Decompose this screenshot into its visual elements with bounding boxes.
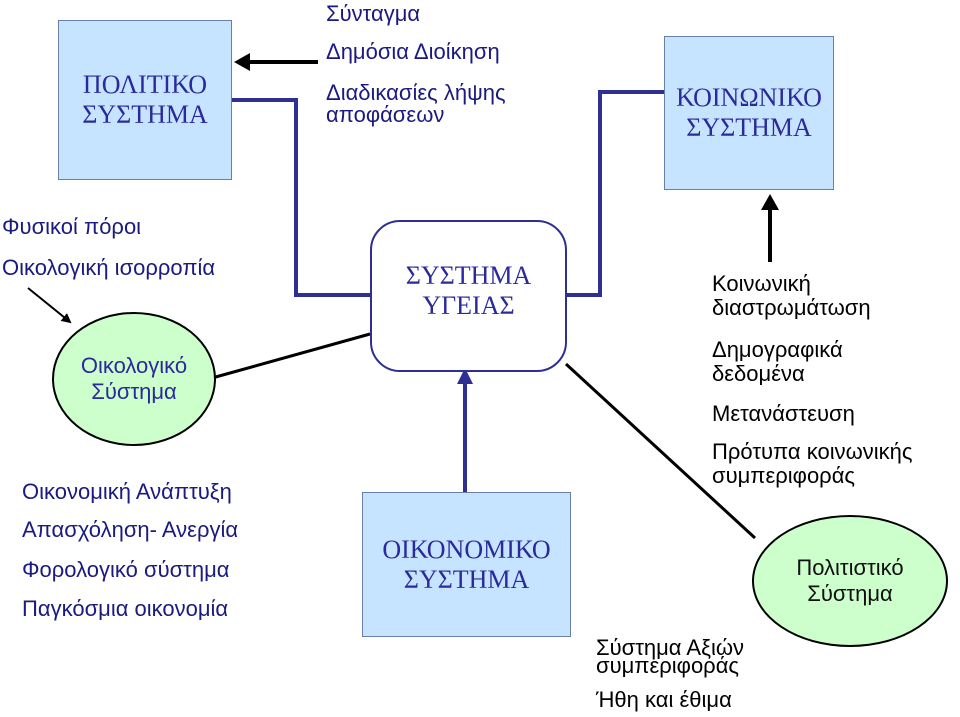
economic-system-line1: ΟΙΚΟΝΟΜΙΚΟ bbox=[382, 534, 551, 564]
social-system-line1: ΚΟΙΝΩΝΙΚΟ bbox=[676, 83, 822, 112]
ecological-items-arrow bbox=[27, 287, 72, 324]
economic-item-tax: Φορολογικό σύστημα bbox=[22, 557, 230, 582]
health-social-connector bbox=[567, 90, 664, 297]
cultural-item-values: Σύστημα Αξιών bbox=[596, 635, 745, 660]
political-system-line2: ΣΥΣΤΗΜΑ bbox=[82, 100, 208, 129]
economic-item-global: Παγκόσμια οικονομία bbox=[22, 596, 229, 621]
political-item-public-admin: Δημόσια Διοίκηση bbox=[326, 39, 500, 64]
ecological-system-ellipse: Οικολογικό Σύστημα bbox=[52, 312, 216, 446]
social-item-demographics-2: δεδομένα bbox=[712, 361, 805, 386]
political-system-line1: ΠΟΛΙΤΙΚΟ bbox=[82, 70, 208, 99]
social-item-patterns-1: Πρότυπα κοινωνικής bbox=[712, 439, 913, 464]
social-system-line2: ΣΥΣΤΗΜΑ bbox=[686, 113, 812, 142]
political-item-constitution: Σύνταγμα bbox=[326, 1, 421, 26]
social-item-migration: Μετανάστευση bbox=[712, 401, 855, 426]
economic-item-employment: Απασχόληση- Ανεργία bbox=[22, 517, 239, 542]
cultural-system-line2: Σύστημα bbox=[807, 581, 893, 606]
political-items-arrowhead bbox=[234, 53, 250, 71]
cultural-item-behaviour: συμπεριφοράς bbox=[596, 653, 740, 678]
health-system-box: ΣΥΣΤΗΜΑ ΥΓΕΙΑΣ bbox=[370, 220, 567, 372]
cultural-system-line1: Πολιτιστικό bbox=[796, 555, 904, 580]
social-item-stratification-1: Κοινωνική bbox=[712, 271, 811, 296]
economic-item-growth: Οικονομική Ανάπτυξη bbox=[22, 479, 232, 504]
political-item-decision-2: αποφάσεων bbox=[326, 102, 445, 127]
cultural-health-connector bbox=[564, 362, 757, 540]
health-system-line2: ΥΓΕΙΑΣ bbox=[422, 291, 515, 320]
political-item-decision-1: Διαδικασίες λήψης bbox=[326, 80, 506, 105]
economic-system-line2: ΣΥΣΤΗΜΑ bbox=[403, 564, 530, 594]
social-items-arrowhead bbox=[761, 194, 779, 210]
social-system-box: ΚΟΙΝΩΝΙΚΟ ΣΥΣΤΗΜΑ bbox=[664, 36, 834, 190]
social-item-demographics-1: Δημογραφικά bbox=[712, 337, 843, 362]
economic-system-box: ΟΙΚΟΝΟΜΙΚΟ ΣΥΣΤΗΜΑ bbox=[362, 492, 571, 637]
social-item-stratification-2: διαστρωμάτωση bbox=[712, 295, 871, 320]
cultural-item-customs: Ήθη και έθιμα bbox=[596, 687, 732, 712]
political-health-connector bbox=[232, 98, 370, 297]
ecological-health-connector bbox=[211, 332, 371, 380]
health-system-line1: ΣΥΣΤΗΜΑ bbox=[405, 261, 532, 290]
ecological-item-balance: Οικολογική ισορροπία bbox=[2, 255, 216, 280]
economic-health-arrowhead bbox=[457, 368, 473, 384]
ecological-item-resources: Φυσικοί πόροι bbox=[2, 214, 142, 239]
ecological-system-line1: Οικολογικό bbox=[80, 353, 188, 378]
cultural-system-ellipse: Πολιτιστικό Σύστημα bbox=[752, 515, 948, 647]
social-item-patterns-2: συμπεριφοράς bbox=[712, 463, 856, 488]
political-system-box: ΠΟΛΙΤΙΚΟ ΣΥΣΤΗΜΑ bbox=[58, 20, 232, 180]
ecological-system-line2: Σύστημα bbox=[91, 379, 177, 404]
